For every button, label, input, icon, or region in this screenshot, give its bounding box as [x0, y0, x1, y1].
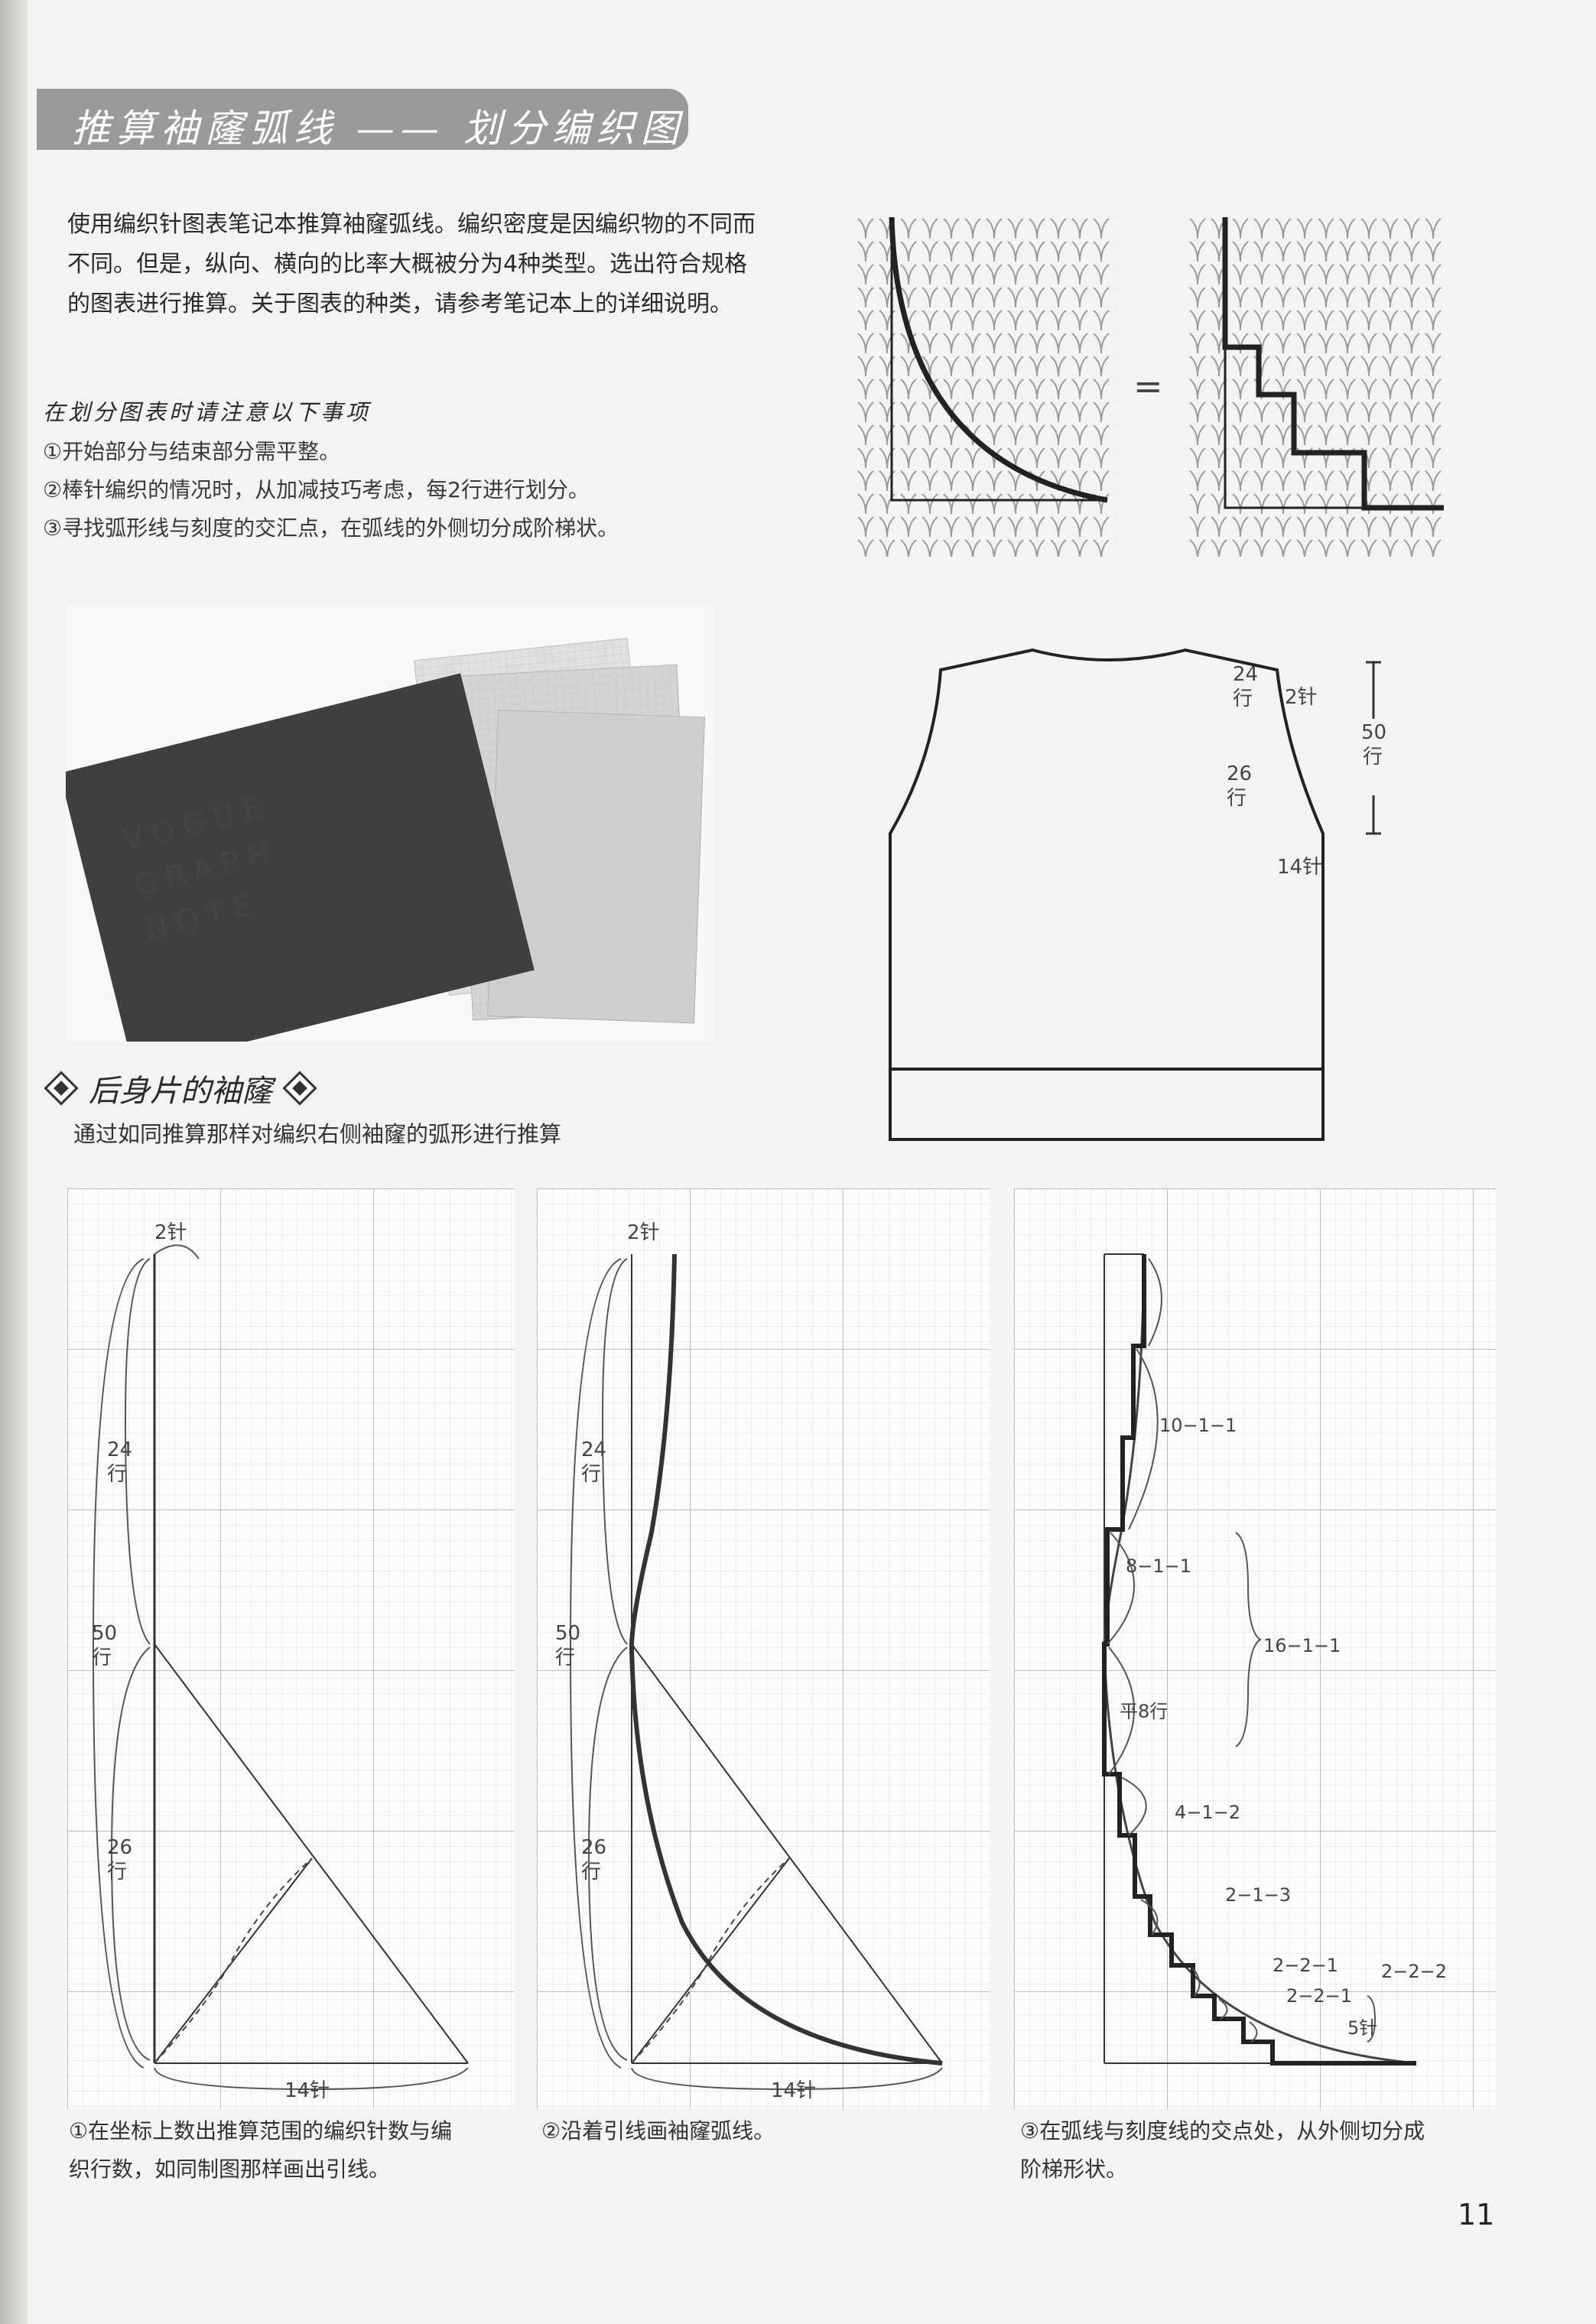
armhole-chart-2: 2针 24 行 50 行 26 行 14针 — [537, 1188, 990, 2109]
garment-rows-24: 24 — [1233, 663, 1258, 686]
note-item: ③寻找弧形线与刻度的交汇点，在弧线的外侧切分成阶梯状。 — [43, 515, 619, 541]
caption-1-line: 织行数，如同制图那样画出引线。 — [69, 2157, 391, 2182]
caption-2: ②沿着引线画袖窿弧线。 — [541, 2112, 775, 2150]
armhole-chart-1: 2针 24 行 50 行 26 行 14针 — [67, 1188, 515, 2109]
note-item: ①开始部分与结束部分需平整。 — [43, 439, 341, 464]
caption-3-line: ③在弧线与刻度线的交点处，从外侧切分成 — [1020, 2118, 1425, 2144]
caption-3-line: 阶梯形状。 — [1020, 2157, 1128, 2182]
knit-step-illustration — [1187, 217, 1444, 557]
step-label-1: 10−1−1 — [1159, 1415, 1237, 1436]
intro-line: 使用编织针图表笔记本推算袖窿弧线。编织密度是因编织物的不同而 — [67, 211, 756, 238]
chart1-rows-24: 24 — [107, 1438, 132, 1461]
chart1-row-unit: 行 — [92, 1646, 112, 1669]
diamond-icon — [44, 1071, 79, 1106]
chart2-row-unit: 行 — [555, 1646, 575, 1669]
intro-paragraph: 使用编织针图表笔记本推算袖窿弧线。编织密度是因编织物的不同而 不同。但是，纵向、… — [67, 205, 824, 324]
chart2-rows-26: 26 — [581, 1836, 606, 1859]
garment-row-unit: 行 — [1233, 687, 1253, 710]
step-label-5: 4−1−2 — [1175, 1802, 1240, 1823]
chart1-rows-26: 26 — [107, 1836, 132, 1859]
chart1-bottom-stitch: 14针 — [284, 2079, 330, 2102]
garment-rows-50: 50 — [1361, 721, 1386, 744]
page-title: 推算袖窿弧线 —— 划分编织图 — [72, 106, 685, 151]
chart1-rows-50: 50 — [92, 1622, 117, 1645]
diamond-icon — [282, 1071, 317, 1106]
section-heading: 后身片的袖窿 — [41, 1066, 320, 1110]
section-subtitle: 通过如同推算那样对编织右侧袖窿的弧形进行推算 — [73, 1121, 562, 1147]
page-number: 11 — [1458, 2198, 1495, 2231]
step-label-7: 2−2−1 — [1273, 1955, 1338, 1976]
notebook-image: VOGUE GRAPH NOTE — [60, 604, 714, 1071]
equals-sign: = — [1133, 366, 1163, 407]
garment-stitch-2: 2针 — [1285, 686, 1318, 709]
garment-stitch-14: 14针 — [1277, 856, 1322, 879]
caption-3: ③在弧线与刻度线的交点处，从外侧切分成 阶梯形状。 — [1020, 2112, 1425, 2189]
armhole-chart-3: 10−1−1 8−1−1 16−1−1 平8行 4−1−2 2−1−3 2−2−… — [1014, 1188, 1496, 2109]
book-spine-shadow — [0, 0, 28, 2324]
garment-schematic: 24 行 2针 26 行 14针 50 行 — [889, 648, 1386, 1141]
chart2-top-stitch: 2针 — [627, 1221, 660, 1244]
step-label-4: 平8行 — [1120, 1701, 1168, 1722]
step-label-9: 2−2−2 — [1381, 1961, 1447, 1982]
note-item: ②棒针编织的情况时，从加减技巧考虑，每2行进行划分。 — [43, 477, 590, 502]
caption-1-line: ①在坐标上数出推算范围的编织针数与编 — [69, 2118, 453, 2144]
garment-rows-26: 26 — [1227, 762, 1252, 785]
notes-list: ①开始部分与结束部分需平整。 ②棒针编织的情况时，从加减技巧考虑，每2行进行划分… — [43, 433, 619, 548]
caption-1: ①在坐标上数出推算范围的编织针数与编 织行数，如同制图那样画出引线。 — [69, 2112, 452, 2189]
chart1-row-unit: 行 — [107, 1861, 127, 1884]
step-label-6: 2−1−3 — [1225, 1884, 1291, 1906]
caption-2-line: ②沿着引线画袖窿弧线。 — [541, 2118, 775, 2144]
chart1-row-unit: 行 — [107, 1463, 127, 1486]
garment-row-unit: 行 — [1363, 746, 1383, 769]
chart1-top-stitch: 2针 — [154, 1221, 187, 1244]
step-label-8: 2−2−1 — [1286, 1985, 1352, 2007]
notebook-photo: VOGUE GRAPH NOTE — [60, 604, 714, 1071]
step-label-2: 8−1−1 — [1126, 1555, 1191, 1577]
chart2-bottom-stitch: 14针 — [771, 2079, 816, 2102]
step-label-10: 5针 — [1347, 2017, 1377, 2039]
knit-curve-illustration — [855, 217, 1115, 557]
chart2-row-unit: 行 — [581, 1861, 601, 1884]
garment-row-unit: 行 — [1227, 787, 1247, 810]
intro-line: 的图表进行推算。关于图表的种类，请参考笔记本上的详细说明。 — [67, 291, 733, 317]
chart2-row-unit: 行 — [581, 1463, 601, 1486]
section-heading-text: 后身片的袖窿 — [89, 1074, 272, 1109]
chart2-rows-50: 50 — [555, 1622, 580, 1645]
step-label-3: 16−1−1 — [1263, 1635, 1341, 1656]
chart2-rows-24: 24 — [581, 1438, 606, 1461]
notes-heading: 在划分图表时请注意以下事项 — [43, 399, 372, 425]
title-bar: 推算袖窿弧线 —— 划分编织图 — [37, 89, 688, 151]
intro-line: 不同。但是，纵向、横向的比率大概被分为4种类型。选出符合规格 — [67, 251, 748, 278]
